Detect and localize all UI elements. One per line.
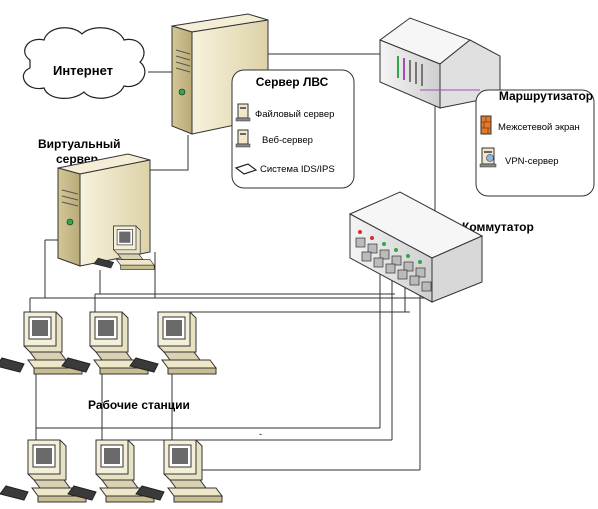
router-label: Маршрутизатор bbox=[499, 89, 593, 103]
dash-mark: - bbox=[259, 429, 262, 439]
firewall-icon bbox=[480, 115, 492, 135]
firewall-label: Межсетевой экран bbox=[498, 122, 580, 133]
lan-server-label: Сервер ЛВС bbox=[256, 75, 329, 89]
vpn-server-label: VPN-сервер bbox=[505, 156, 559, 167]
internet-label: Интернет bbox=[53, 63, 113, 78]
switch-ports bbox=[355, 230, 432, 292]
cables bbox=[29, 53, 436, 471]
web-server-icon bbox=[235, 129, 251, 148]
workstation-6 bbox=[135, 439, 223, 503]
switch-label: Коммутатор bbox=[462, 220, 534, 234]
ids-ips-label: Система IDS/IPS bbox=[260, 164, 335, 175]
lan-server-box: Сервер ЛВС Файловый сервер Веб-сервер Си… bbox=[231, 69, 355, 189]
internet-cloud: Интернет bbox=[22, 27, 146, 99]
workstations-label: Рабочие станции bbox=[88, 398, 190, 412]
router-box: Маршрутизатор Межсетевой экран VPN-серве… bbox=[475, 89, 595, 197]
workstation-3 bbox=[129, 311, 217, 375]
file-server-icon bbox=[235, 103, 251, 122]
web-server-label: Веб-сервер bbox=[262, 135, 313, 146]
ids-ips-icon bbox=[234, 163, 258, 175]
switch bbox=[348, 191, 484, 303]
file-server-label: Файловый сервер bbox=[255, 109, 334, 120]
virtual-server-label-1: Виртуальный bbox=[38, 137, 120, 151]
vpn-server-icon bbox=[479, 147, 497, 168]
